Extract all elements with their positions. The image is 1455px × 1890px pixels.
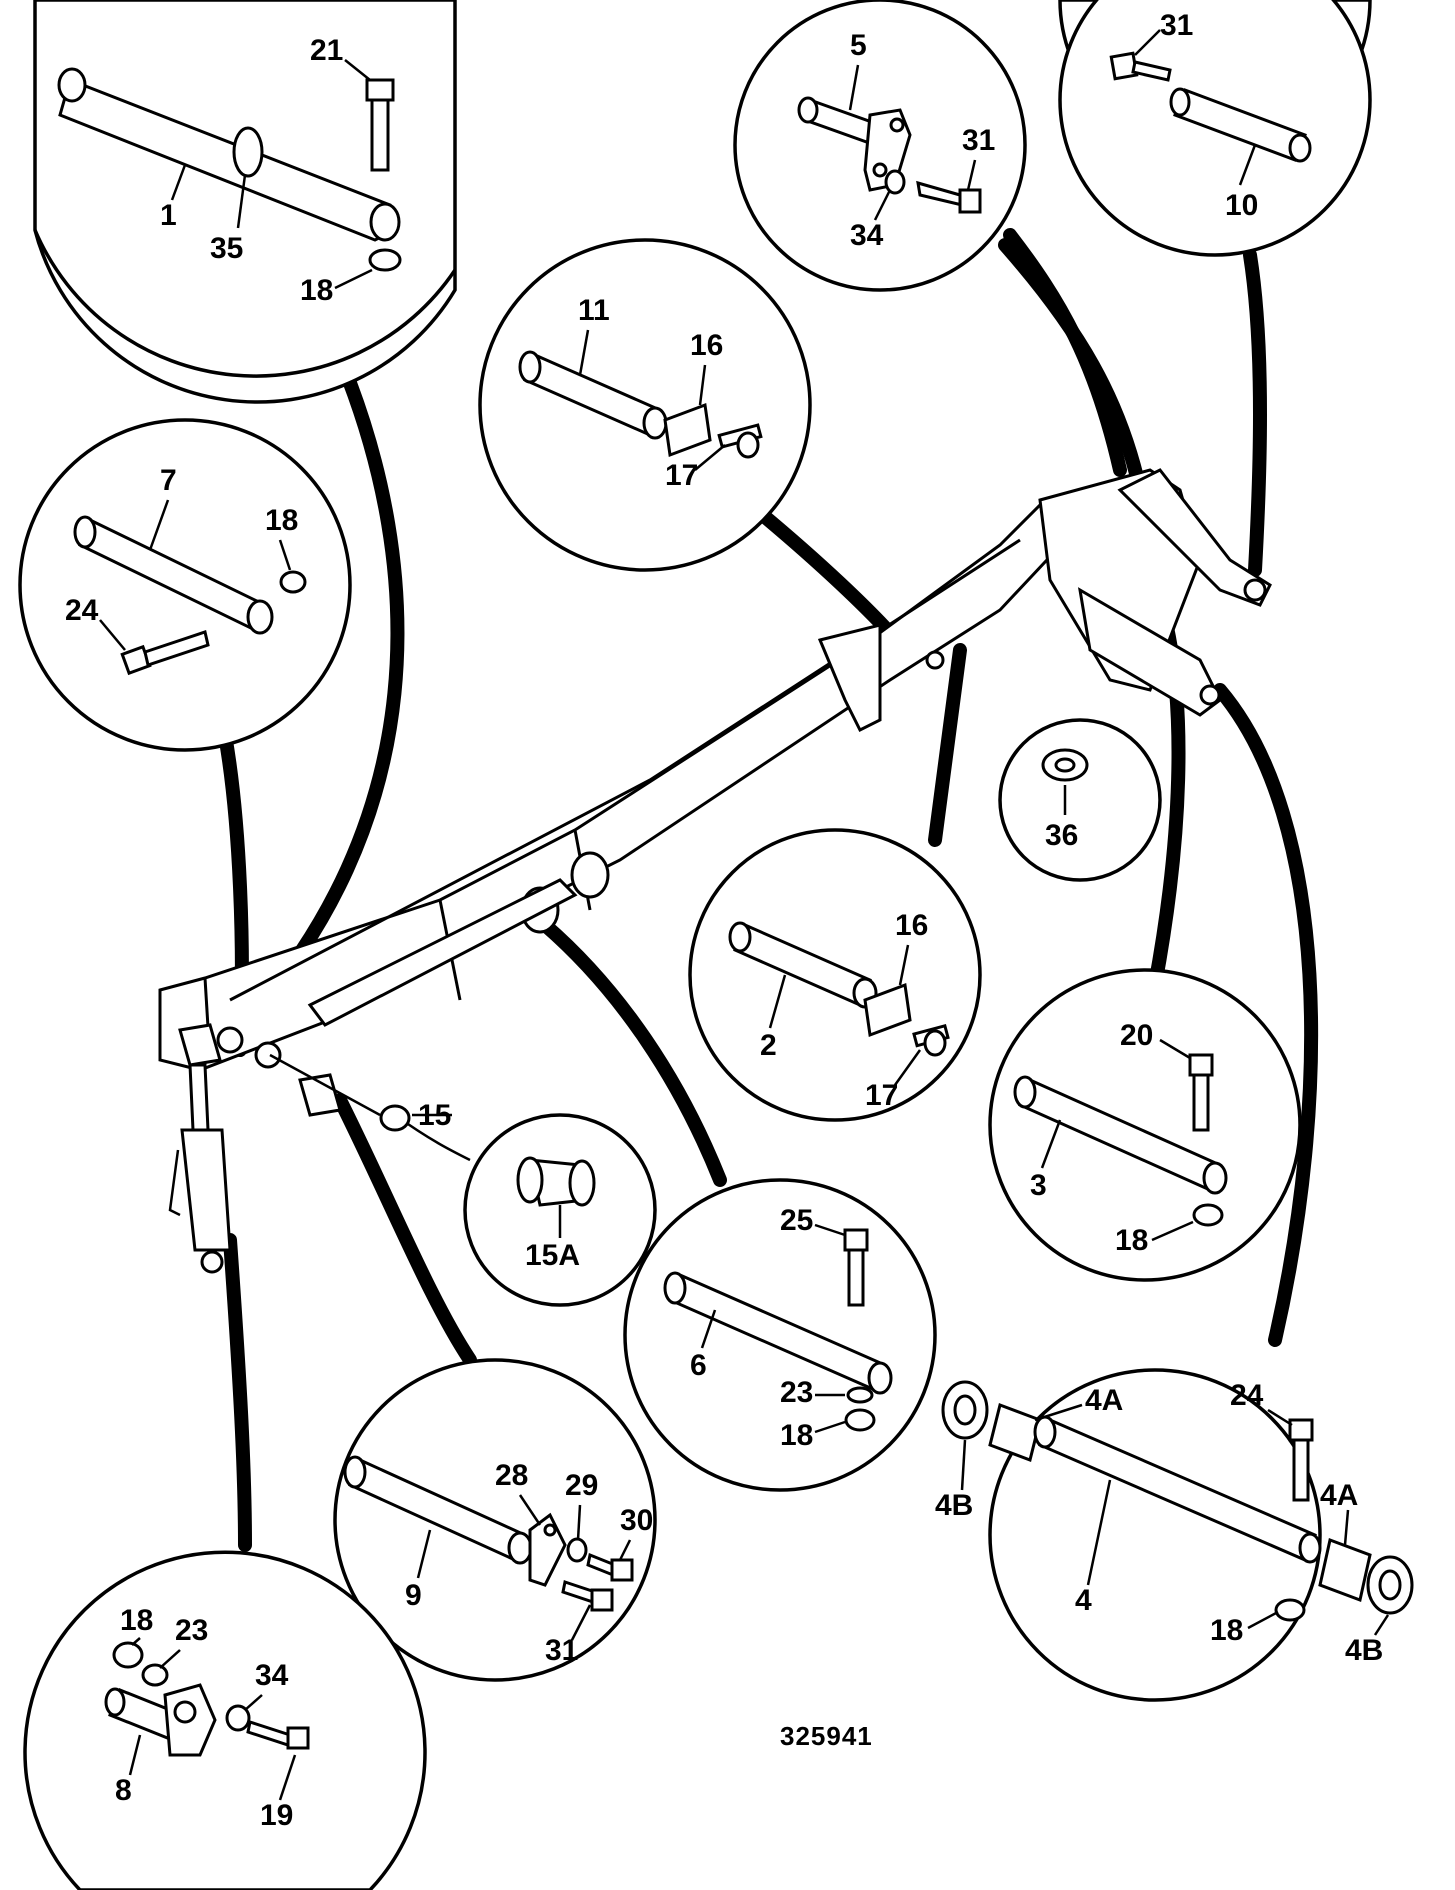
main-frame — [158, 468, 1272, 1274]
label-c8-23: 23 — [175, 1614, 208, 1647]
callout-circle-7 — [18, 418, 352, 752]
label-c7-7: 7 — [160, 464, 177, 497]
callout-circle-5 — [733, 0, 1027, 292]
callout-circle-3 — [988, 968, 1302, 1282]
label-c7-24: 24 — [65, 594, 99, 627]
label-c6-25: 25 — [780, 1204, 813, 1237]
label-c4-18: 18 — [1210, 1614, 1243, 1647]
label-c3-3: 3 — [1030, 1169, 1047, 1202]
bolt-21 — [365, 78, 395, 172]
label-c4-4A-right: 4A — [1320, 1479, 1358, 1512]
callout-circle-4 — [941, 1368, 1414, 1702]
label-c2-17: 17 — [865, 1079, 898, 1112]
label-c8-34: 34 — [255, 1659, 289, 1692]
label-c1-21: 21 — [310, 34, 343, 67]
label-c2-16: 16 — [895, 909, 928, 942]
label-c8-19: 19 — [260, 1799, 293, 1832]
label-c10-10: 10 — [1225, 189, 1258, 222]
label-c11-11: 11 — [578, 294, 610, 327]
label-c9-30: 30 — [620, 1504, 653, 1537]
nut-18 — [368, 248, 402, 272]
label-c10-31: 31 — [1160, 9, 1193, 42]
pin-1 — [57, 67, 401, 242]
label-c11-17: 17 — [665, 459, 698, 492]
callout-circle-36 — [998, 718, 1162, 882]
label-c3-20: 20 — [1120, 1019, 1153, 1052]
label-c3-18: 18 — [1115, 1224, 1148, 1257]
label-c4-4: 4 — [1075, 1584, 1092, 1617]
label-c15a-15A: 15A — [525, 1239, 580, 1272]
label-c4-4A-top: 4A — [1085, 1384, 1123, 1417]
label-c6-18: 18 — [780, 1419, 813, 1452]
label-c36-36: 36 — [1045, 819, 1078, 852]
label-c4-4B-left: 4B — [935, 1489, 973, 1522]
callout-circle-2 — [688, 828, 982, 1122]
label-c1-35: 35 — [210, 232, 243, 265]
callout-circle-10 — [1058, 0, 1372, 257]
label-c5-34: 34 — [850, 219, 884, 252]
label-c11-16: 16 — [690, 329, 723, 362]
label-c5-31: 31 — [962, 124, 995, 157]
label-c4-24: 24 — [1230, 1379, 1264, 1412]
label-c9-29: 29 — [565, 1469, 598, 1502]
label-c6-6: 6 — [690, 1349, 707, 1382]
label-c2-2: 2 — [760, 1029, 777, 1062]
label-c9-28: 28 — [495, 1459, 528, 1492]
label-c6-23: 23 — [780, 1376, 813, 1409]
label-c8-18: 18 — [120, 1604, 153, 1637]
callout-circle-8 — [23, 1550, 427, 1890]
label-c8-8: 8 — [115, 1774, 132, 1807]
callout-circle-11 — [478, 238, 812, 572]
label-c7-18: 18 — [265, 504, 298, 537]
label-c4-4B-right: 4B — [1345, 1634, 1383, 1667]
label-c5-5: 5 — [850, 29, 867, 62]
label-c1-1: 1 — [160, 199, 177, 232]
callout-circle-1 — [33, 0, 457, 404]
callout-circle-6 — [623, 1178, 937, 1492]
callout-circle-9 — [333, 1358, 657, 1682]
label-c9-9: 9 — [405, 1579, 422, 1612]
label-c1-18: 18 — [300, 274, 333, 307]
reference-number: 325941 — [780, 1721, 873, 1751]
